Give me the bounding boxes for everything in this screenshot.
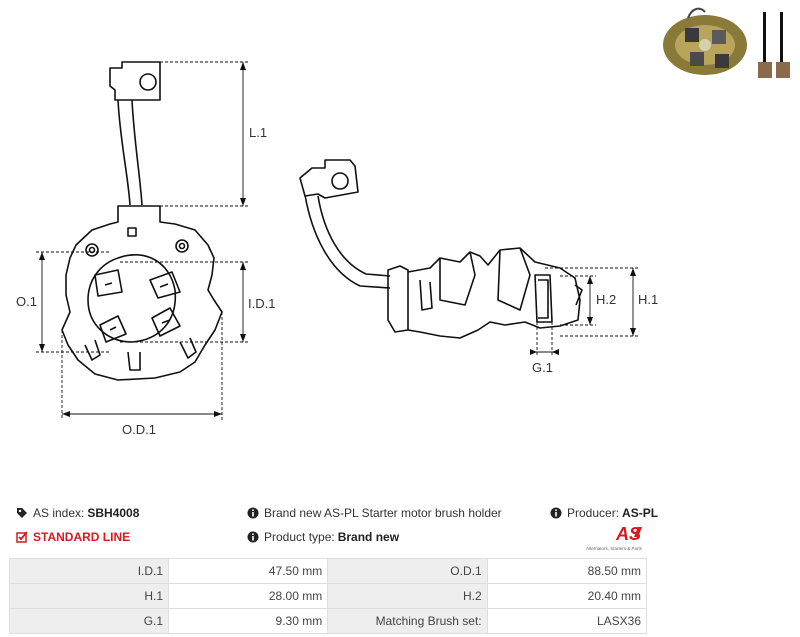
tag-icon — [17, 508, 27, 518]
info-icon — [550, 507, 562, 519]
spec-key: H.1 — [8, 583, 170, 609]
product-type-label: Product type: — [264, 530, 335, 544]
dim-label-h1: H.1 — [638, 292, 658, 307]
spec-value: 47.50 mm — [168, 558, 329, 584]
dim-label-o1: O.1 — [16, 294, 37, 309]
as-logo-tagline: Alternators, Starters & Parts — [586, 546, 643, 551]
dimension-arrows — [39, 62, 636, 417]
right-terminal — [299, 159, 391, 289]
standard-line-label: STANDARD LINE — [33, 530, 131, 544]
as-logo-text: AS — [615, 524, 641, 544]
technical-drawing: L.1 O.1 I.D.1 O.D.1 H.2 H.1 G.1 — [16, 7, 790, 437]
as-index-label: AS index: — [33, 506, 85, 520]
product-type: Product type: Brand new — [247, 530, 399, 544]
dim-label-id1: I.D.1 — [248, 296, 275, 311]
specs-table: I.D.1 47.50 mm O.D.1 88.50 mm H.1 28.00 … — [8, 558, 648, 634]
producer: Producer: AS-PL — [550, 506, 658, 520]
product-type-value: Brand new — [337, 530, 400, 544]
description: Brand new AS-PL Starter motor brush hold… — [247, 506, 502, 520]
spec-key: H.2 — [327, 583, 488, 609]
producer-value: AS-PL — [622, 506, 659, 520]
right-body — [387, 247, 583, 339]
left-terminal — [109, 61, 161, 206]
left-plate — [61, 205, 223, 381]
table-row: H.1 28.00 mm H.2 20.40 mm — [8, 583, 648, 609]
info-icon — [247, 531, 259, 543]
spec-value: 9.30 mm — [168, 608, 329, 634]
spec-value: 28.00 mm — [168, 583, 329, 609]
as-index-value: SBH4008 — [87, 506, 140, 520]
table-row: G.1 9.30 mm Matching Brush set: LASX36 — [8, 608, 648, 634]
product-photo — [663, 7, 747, 75]
producer-label: Producer: — [567, 506, 620, 520]
description-text: Brand new AS-PL Starter motor brush hold… — [264, 506, 502, 520]
dimensions — [36, 61, 640, 420]
spec-key: Matching Brush set: — [327, 608, 488, 634]
standard-line: STANDARD LINE — [16, 530, 130, 544]
checkbox-icon — [16, 531, 28, 543]
dim-label-od1: O.D.1 — [122, 422, 156, 437]
as-index: AS index: SBH4008 — [16, 506, 139, 520]
table-row: I.D.1 47.50 mm O.D.1 88.50 mm — [8, 558, 648, 584]
spec-value: LASX36 — [486, 608, 648, 634]
as-logo: AS Alternators, Starters & Parts — [586, 524, 643, 551]
spec-value: 88.50 mm — [486, 558, 648, 584]
dim-label-g1: G.1 — [532, 360, 553, 375]
brush-set-photo — [758, 12, 790, 78]
dim-label-h2: H.2 — [596, 292, 616, 307]
dim-label-l1: L.1 — [249, 125, 267, 140]
info-icon — [247, 507, 259, 519]
spec-value: 20.40 mm — [486, 583, 648, 609]
spec-key: G.1 — [8, 608, 170, 634]
spec-key: I.D.1 — [8, 558, 170, 584]
spec-key: O.D.1 — [327, 558, 488, 584]
